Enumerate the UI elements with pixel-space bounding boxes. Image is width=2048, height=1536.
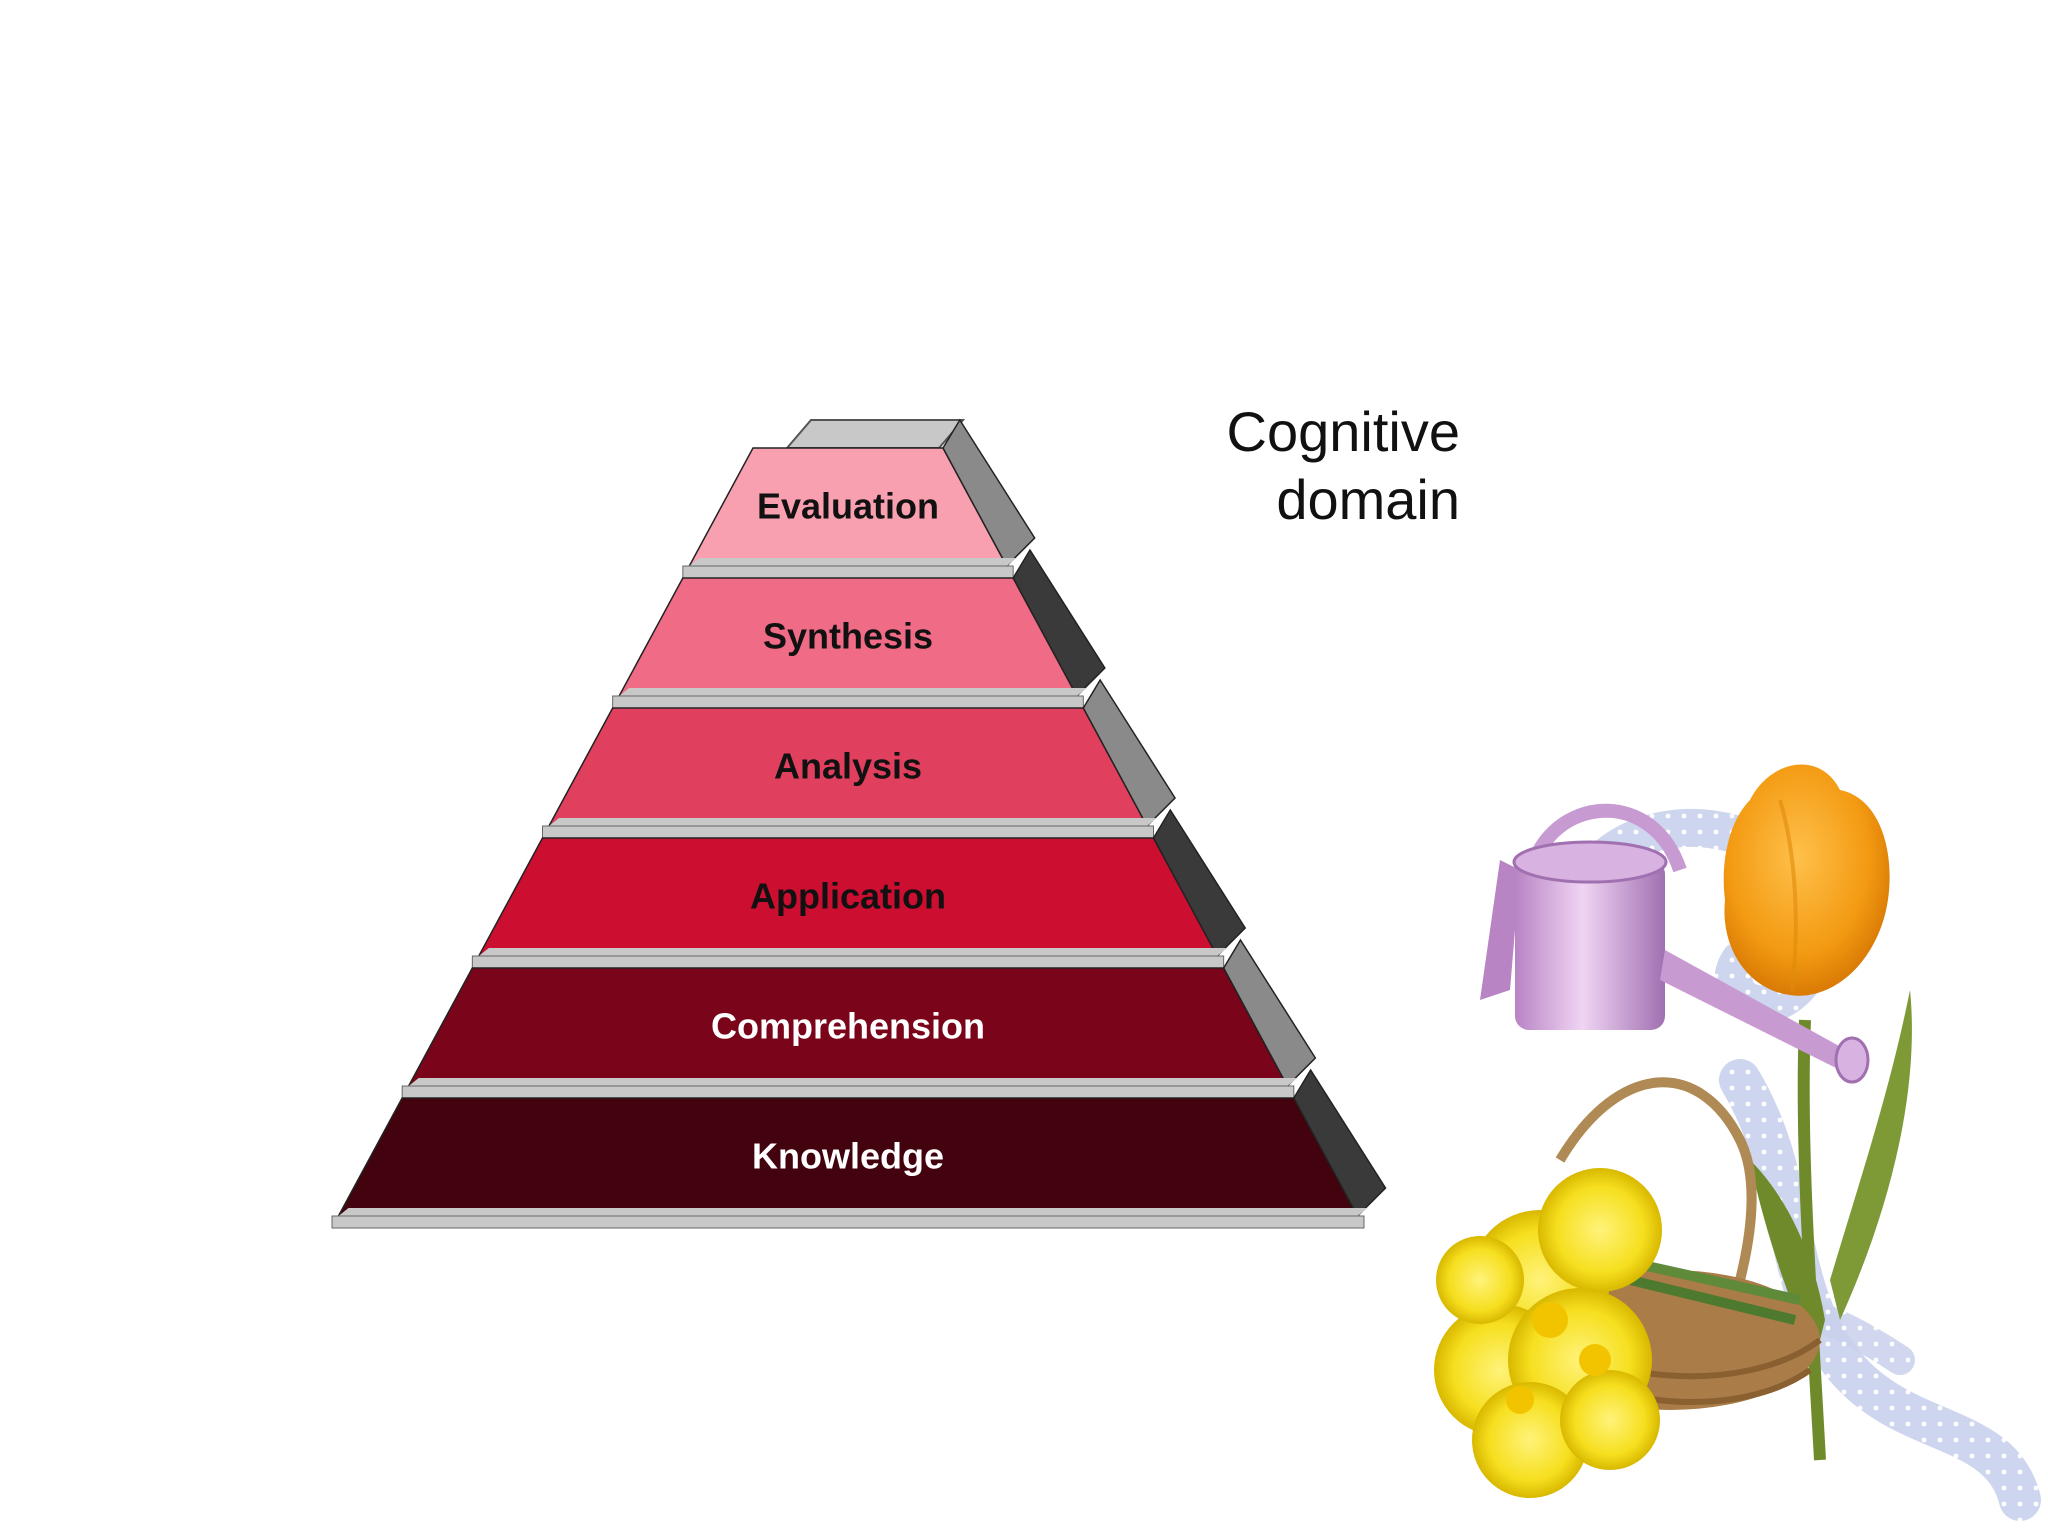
pyramid-tier-application: Application <box>471 808 1247 969</box>
tier-side-bevel <box>1012 548 1106 698</box>
pyramid-tier-analysis: Analysis <box>542 678 1176 839</box>
tier-shelf <box>548 818 1158 826</box>
daffodil-bouquet-icon <box>1434 1168 1662 1498</box>
pyramid-tier-knowledge: Knowledge <box>331 1068 1387 1229</box>
pyramid-tier-evaluation: Evaluation <box>682 418 1036 579</box>
tier-side-bevel <box>1082 678 1176 828</box>
tier-label: Knowledge <box>752 1136 944 1177</box>
tier-shelf <box>408 1078 1298 1086</box>
tier-shelf-band <box>612 695 1084 709</box>
tier-shelf-band <box>331 1215 1365 1229</box>
tier-label: Analysis <box>774 746 922 787</box>
tulip-icon <box>1723 764 1912 1461</box>
tier-shelf-band <box>471 955 1225 969</box>
tier-side-bevel <box>1292 1068 1387 1218</box>
pyramid-tier-synthesis: Synthesis <box>612 548 1106 709</box>
tier-shelf-band <box>542 825 1154 839</box>
tier-shelf-band <box>682 565 1014 579</box>
watering-can-icon <box>1480 803 1870 1084</box>
domain-title-line1: Cognitive <box>1226 400 1460 463</box>
tier-label: Application <box>750 876 946 917</box>
pyramid-tier-comprehension: Comprehension <box>401 938 1317 1099</box>
tier-shelf <box>478 948 1228 956</box>
domain-title-line2: domain <box>1276 468 1460 531</box>
pyramid-top-cap <box>784 419 966 449</box>
tier-side-bevel <box>1152 808 1247 958</box>
flower-decoration <box>1434 764 2041 1521</box>
tier-side-bevel <box>942 418 1036 568</box>
tier-shelf <box>689 558 1017 566</box>
tier-shelf-band <box>401 1085 1295 1099</box>
domain-title: Cognitive domain <box>1227 398 1460 534</box>
tier-shelf <box>338 1208 1368 1216</box>
tier-side-bevel <box>1222 938 1317 1088</box>
tier-shelf <box>619 688 1087 696</box>
tier-label: Evaluation <box>757 486 939 527</box>
tier-label: Synthesis <box>763 616 933 657</box>
tier-label: Comprehension <box>711 1006 985 1047</box>
